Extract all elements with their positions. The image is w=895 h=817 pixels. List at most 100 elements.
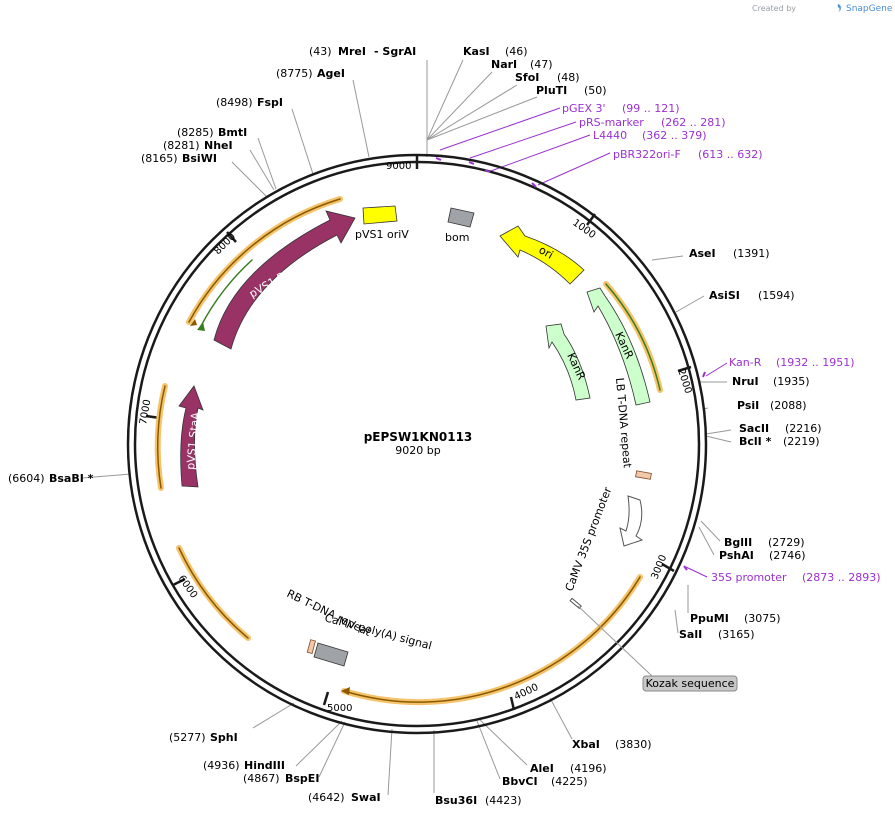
primer-range: (613 .. 632): [698, 148, 763, 161]
primer-range: (99 .. 121): [622, 102, 680, 115]
site-pos: (43): [309, 45, 332, 58]
site-pos: (8775): [276, 67, 313, 80]
site-pos: (48): [557, 71, 580, 84]
site-pos: (4196): [570, 762, 607, 775]
site-pos: (2088): [770, 399, 807, 412]
site-name: NarI: [491, 58, 517, 71]
primer-name: 35S promoter: [711, 571, 787, 584]
rb-repeat-box: [306, 639, 316, 655]
tick-label: 7000: [138, 399, 153, 426]
feature-label-bom: bom: [445, 231, 469, 244]
site-pos: (1935): [773, 375, 810, 388]
primer-leader-lines: [439, 107, 728, 578]
site-pos: (2216): [785, 422, 822, 435]
primer-marker: [683, 565, 688, 571]
site-name: AgeI: [317, 67, 345, 80]
site-name: BspEI: [285, 772, 319, 785]
site-name: PshAI: [719, 549, 754, 562]
credit-brand: SnapGene: [846, 4, 893, 14]
enzyme-leader-lines: [81, 59, 732, 796]
primer-marker: [531, 182, 537, 188]
site-name: AseI: [689, 247, 716, 260]
primer-name: L4440: [593, 129, 627, 142]
site-pos: (3830): [615, 738, 652, 751]
feature-label-polya: CaMV poly(A) signal: [323, 611, 433, 652]
site-name: PluTI: [536, 84, 567, 97]
lb-repeat-box: [635, 470, 652, 480]
site-name: BclI *: [739, 435, 772, 448]
site-pos: (2219): [783, 435, 820, 448]
site-name: AleI: [530, 762, 554, 775]
primer-marker: [484, 169, 491, 173]
site-pos: (4423): [485, 794, 522, 807]
camv35s-arrow: [619, 495, 644, 547]
kozak-callout: Kozak sequence: [577, 605, 738, 692]
tick-label: 9000: [386, 161, 411, 172]
site-name: NheI: [204, 139, 233, 152]
polya-box: [313, 642, 349, 667]
primer-range: (1932 .. 1951): [776, 356, 855, 369]
site-pos: (2729): [768, 536, 805, 549]
bom-box: [447, 207, 475, 228]
site-pos: (4936): [203, 759, 240, 772]
site-name: KasI: [463, 45, 490, 58]
site-pos: (4867): [243, 772, 280, 785]
site-pos: (6604): [8, 472, 45, 485]
primer-range: (262 .. 281): [661, 116, 726, 129]
site-name: HindIII: [244, 759, 285, 772]
site-name: - SgrAI: [374, 45, 416, 58]
site-name: AsiSI: [709, 289, 740, 302]
site-name: SalI: [679, 628, 702, 641]
primer-name: pRS-marker: [579, 116, 644, 129]
ori-arrow: [499, 225, 585, 285]
site-pos: (4642): [308, 791, 345, 804]
site-name: PsiI: [737, 399, 759, 412]
site-pos: (8498): [216, 96, 253, 109]
primer-name: Kan-R: [729, 356, 762, 369]
site-pos: (8281): [163, 139, 200, 152]
feature-label-camv35s: CaMV 35S promoter: [563, 485, 615, 593]
site-pos: (5277): [169, 731, 206, 744]
site-pos: (2746): [769, 549, 806, 562]
kanr-inner-arrow: [545, 323, 591, 401]
site-name: XbaI: [572, 738, 600, 751]
site-name: SphI: [210, 731, 238, 744]
site-name: BmtI: [218, 126, 247, 139]
snapgene-logo-icon: [837, 4, 842, 12]
tick-label: 1000: [570, 217, 597, 241]
site-name: SacII: [739, 422, 769, 435]
primer-markers: [435, 157, 706, 571]
plasmid-name: pEPSW1KN0113: [364, 430, 473, 444]
snapgene-credit: Created by SnapGene: [752, 4, 893, 14]
primer-marker: [702, 371, 706, 378]
kozak-label: Kozak sequence: [646, 677, 735, 690]
feature-shapes: [178, 205, 652, 667]
site-pos: (3165): [718, 628, 755, 641]
site-name: BsiWI: [182, 152, 217, 165]
repa-arrow: [213, 210, 356, 350]
site-pos: (50): [584, 84, 607, 97]
primer-marker: [435, 157, 442, 161]
site-pos: (8165): [141, 152, 178, 165]
site-pos: (1594): [758, 289, 795, 302]
site-pos: (46): [505, 45, 528, 58]
site-pos: (8285): [177, 126, 214, 139]
tick-marks: [145, 155, 692, 711]
feature-label-staa: pVS1 StaA: [184, 411, 202, 470]
primer-labels: pGEX 3' (99 .. 121) pRS-marker (262 .. 2…: [562, 102, 881, 584]
site-pos: (1391): [733, 247, 770, 260]
primer-range: (362 .. 379): [642, 129, 707, 142]
site-name: BglII: [724, 536, 752, 549]
primer-name: pGEX 3': [562, 102, 606, 115]
site-name: NruI: [732, 375, 759, 388]
site-pos: (3075): [744, 612, 781, 625]
site-name: FspI: [257, 96, 283, 109]
kanr-outer-arrow: [586, 287, 651, 406]
site-pos: (47): [530, 58, 553, 71]
staa-arrow: [178, 385, 204, 488]
site-pos: (4225): [551, 775, 588, 788]
primer-range: (2873 .. 2893): [802, 571, 881, 584]
site-name: BsaBI *: [49, 472, 94, 485]
site-name: PpuMI: [690, 612, 729, 625]
feature-label-ori: ori: [537, 243, 556, 261]
